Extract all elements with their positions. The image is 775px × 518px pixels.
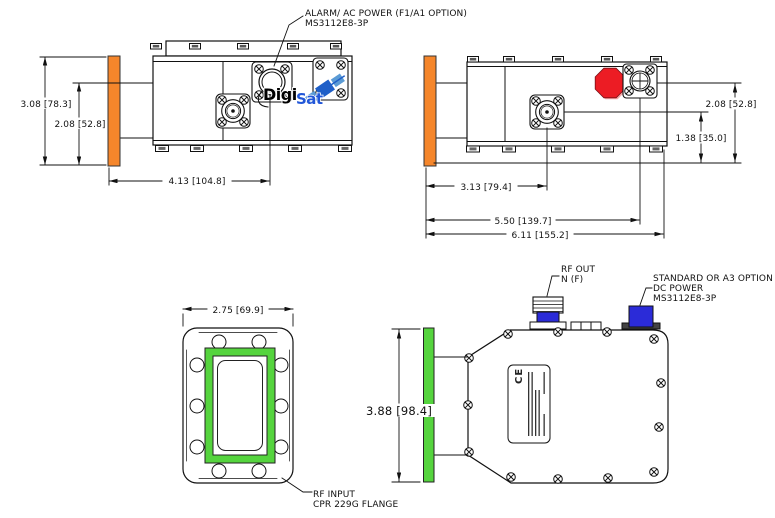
waveguide-flange-orange [107,55,121,167]
rf-out-connector [529,296,567,330]
dim-left-flange-height: 3.08 [78.3] [19,56,107,166]
dim-right-rf-offset: 3.13 [79.4] [425,127,548,239]
dim-label: 3.13 [79.4] [460,183,511,193]
dim-right-power-offset: 5.50 [139.7] [425,98,641,227]
callout-text: RF INPUT [313,490,355,500]
dim-label: 3.88 [98.4] [366,404,432,418]
stop-indicator-red [594,67,627,100]
dim-label: 2.08 [52.8] [54,120,105,130]
satellite-icon [304,73,346,105]
dim-label: 1.38 [35.0] [675,134,726,144]
waveguide-aperture [217,360,263,451]
logo-digi: Digi [263,85,297,104]
callout-text: DC POWER [653,284,703,294]
dim-right-rf-height: 1.38 [35.0] [564,111,730,163]
dim-label: 4.13 [104.8] [169,177,226,187]
callout-text: N (F) [561,275,583,285]
dim-left-conn-offset: 4.13 [104.8] [108,95,271,187]
dc-power-connector-side [621,305,661,330]
callout-alarm-ac-power: ALARM/ AC POWER (F1/A1 OPTION) MS3112E8-… [273,9,467,67]
callout-text: RF OUT [561,265,595,275]
callout-rf-input: RF INPUT CPR 229G FLANGE [281,477,398,510]
view-side-right: 2.08 [52.8] 1.38 [35.0] 3.13 [79.4] 5.50… [423,55,761,241]
dim-label: 5.50 [139.7] [495,217,552,227]
dim-label: 3.08 [78.3] [20,100,71,110]
dim-label: 6.11 [155.2] [512,231,569,241]
callout-text: CPR 229G FLANGE [313,500,398,510]
waveguide-neck [433,356,469,456]
chassis-body [467,329,669,484]
view-output-side: CE 3.88 [98.4] RF OUT N (F) [355,265,773,484]
callout-dc-power: STANDARD OR A3 OPTION DC POWER MS3112E8-… [639,274,773,306]
digisat-logo: Digi Sat [262,73,346,109]
callout-rf-out: RF OUT N (F) [546,265,595,297]
logo-sat: Sat [296,90,323,108]
product-label: CE [507,364,551,444]
base-feet [155,145,352,152]
flange-edge-lands [186,332,290,479]
dim-flange-width: 2.75 [69.9] [182,304,294,327]
dim-right-overall-length: 6.11 [155.2] [425,149,665,241]
view-flange-front: 2.75 [69.9] RF INPUT CPR 229G FLANGE [182,304,398,510]
ac-power-connector [251,61,293,108]
dim-output-body-height: 3.88 [98.4] [355,328,443,483]
callout-text: MS3112E8-3P [653,294,717,304]
n-connector [530,95,564,129]
waveguide-flange-orange [423,55,437,167]
vent-block [570,321,602,331]
ce-mark: CE [514,368,525,384]
callout-text: ALARM/ AC POWER (F1/A1 OPTION) [305,9,467,19]
base-feet [466,145,663,153]
view-side-left: Digi Sat 3.08 [78.3] 2.08 [52.8] 4.13 [1… [19,9,467,187]
dim-right-conn-height: 2.08 [52.8] [433,82,761,164]
callout-text: MS3112E8-3P [305,19,369,29]
dc-power-connector [622,63,658,99]
dim-label: 2.75 [69.9] [212,306,263,316]
dim-label: 2.08 [52.8] [705,100,756,110]
callout-text: STANDARD OR A3 OPTION [653,274,773,284]
n-connector [216,94,250,128]
lid-screws [467,56,662,63]
label-microtext [528,372,545,436]
dim-left-conn-height: 2.08 [52.8] [52,82,152,166]
